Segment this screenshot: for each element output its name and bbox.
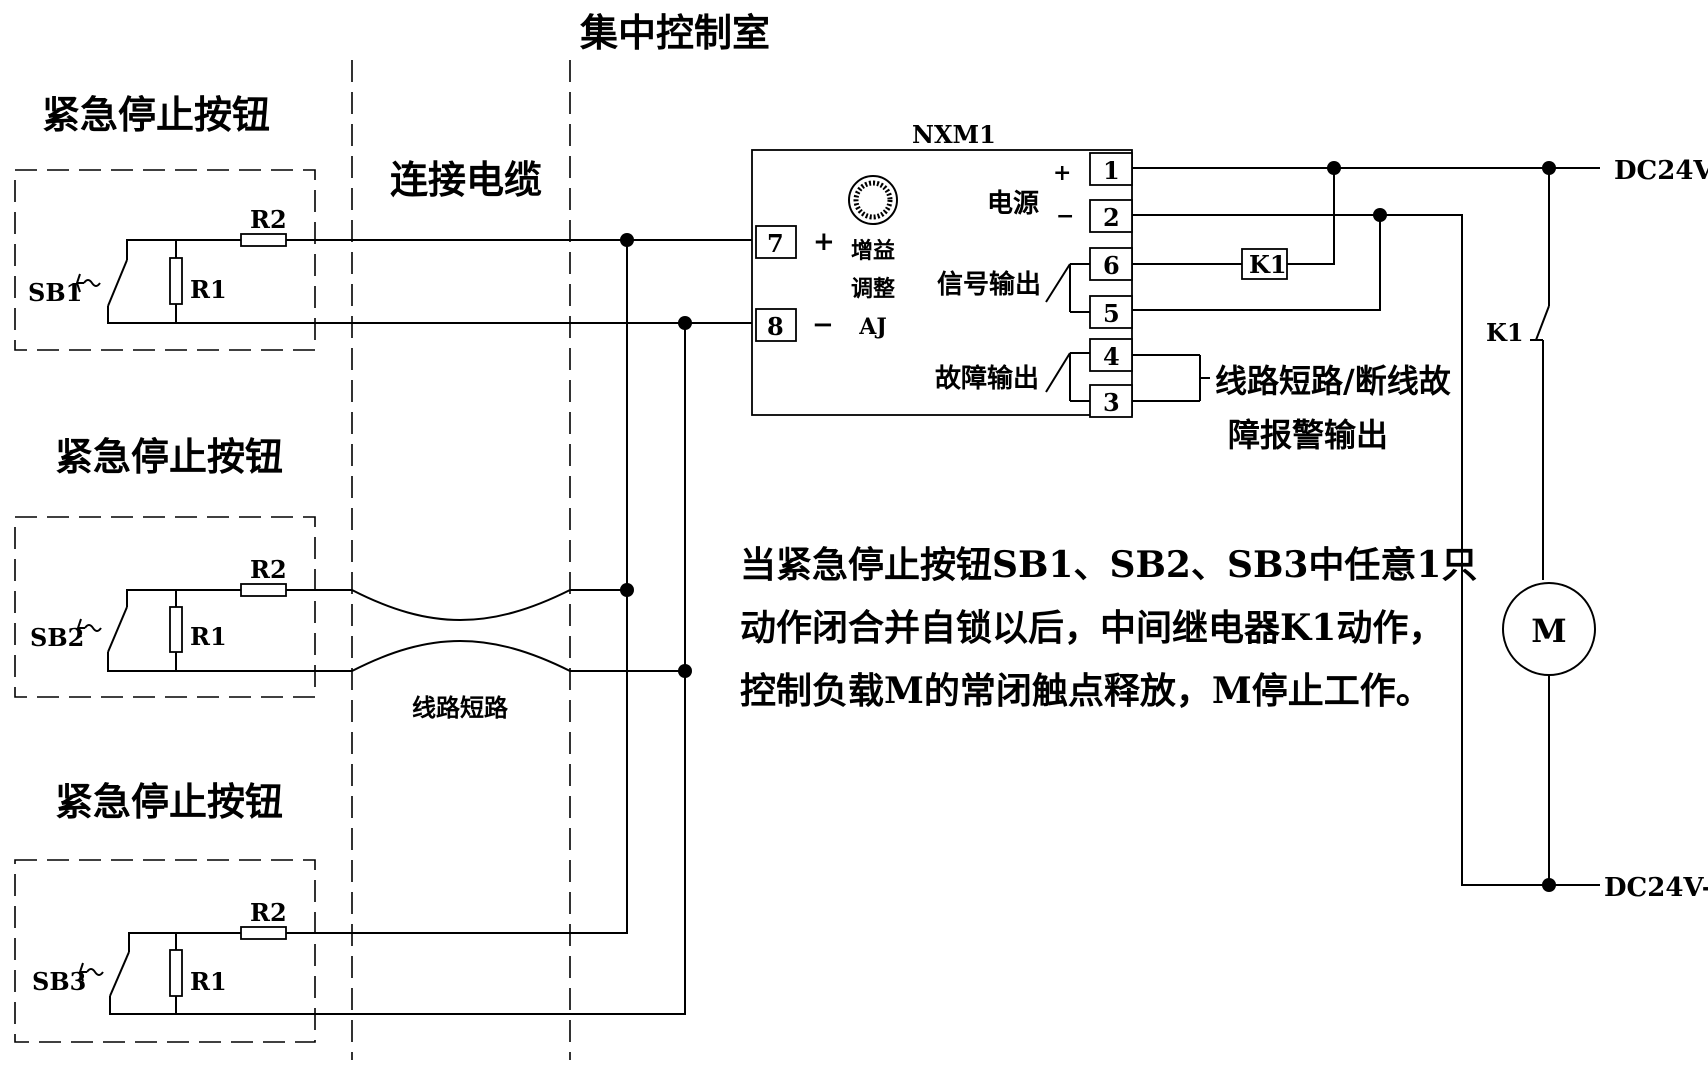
negative-supply-line	[1132, 214, 1600, 886]
terminal-7-label: 7	[767, 229, 784, 258]
terminal-7	[755, 225, 797, 259]
switch-contact	[107, 259, 128, 307]
junction	[1327, 161, 1341, 175]
switch-contact	[109, 951, 130, 997]
resistor-r1	[169, 949, 183, 997]
emergency-stop-station-1: 紧急停止按钮 SB1 R1 R2	[14, 92, 352, 351]
terminal-8	[755, 308, 797, 342]
switch-label: SB1	[28, 278, 82, 307]
resistor-r2-label: R2	[250, 898, 287, 927]
short-circuit-label: 线路短路	[412, 693, 509, 722]
supply-positive-label: DC24V+	[1614, 156, 1708, 186]
description-line-1: 当紧急停止按钮SB1、SB2、SB3中任意1只	[740, 544, 1477, 586]
gain-adjust-label-3: AJ	[858, 314, 886, 340]
terminal-8-label: 8	[767, 312, 784, 341]
terminal-2-label: 2	[1103, 203, 1120, 232]
cable-label: 连接电缆	[390, 157, 542, 202]
junction	[620, 233, 634, 247]
junction	[678, 664, 692, 678]
signal-output-contact	[1045, 263, 1090, 313]
terminal-1	[1089, 152, 1133, 186]
resistor-r2-label: R2	[250, 555, 287, 584]
motor-label: M	[1531, 612, 1566, 650]
terminal-5-label: 5	[1103, 299, 1120, 328]
terminal-5	[1089, 295, 1133, 329]
pushbutton-actuator-icon	[75, 273, 101, 293]
signal-output-label: 信号输出	[937, 269, 1041, 300]
load-circuit: K1 K1 M DC24V+ DC24V-	[1132, 156, 1708, 903]
terminal-3-label: 3	[1103, 388, 1120, 417]
switch-label: SB2	[30, 623, 84, 652]
terminal-1-label: 1	[1103, 156, 1120, 185]
description-line-2: 动作闭合并自锁以后，中间继电器K1动作，	[740, 607, 1444, 649]
resistor-r1-label: R1	[190, 622, 227, 651]
bus-positive-vertical	[352, 240, 628, 934]
input-minus-sign: −	[812, 310, 834, 340]
power-label: 电源	[987, 189, 1039, 219]
junction	[620, 583, 634, 597]
junction	[1373, 208, 1387, 222]
resistor-r1-label: R1	[190, 967, 227, 996]
fault-output-wiring	[1132, 354, 1210, 402]
emergency-stop-station-3: 紧急停止按钮 SB3 R1 R2	[14, 779, 352, 1043]
gain-adjust-knob-grip	[853, 180, 893, 220]
control-room-label: 集中控制室	[579, 10, 770, 55]
fault-output-note-line-1: 线路短路/断线故	[1215, 362, 1451, 400]
relay-k1-coil	[1241, 248, 1288, 280]
resistor-r1-label: R1	[190, 275, 227, 304]
gain-adjust-knob-icon[interactable]	[848, 175, 898, 225]
power-minus-sign: −	[1056, 203, 1074, 229]
fault-output-note-line-2: 障报警输出	[1228, 416, 1388, 454]
resistor-r2-label: R2	[250, 205, 287, 234]
station-2-bus-taps	[570, 589, 685, 672]
resistor-r2	[240, 233, 287, 247]
input-plus-sign: +	[813, 227, 835, 257]
resistor-r2	[240, 926, 287, 940]
relay-k1-coil-label: K1	[1249, 250, 1287, 279]
bus-negative-vertical	[110, 323, 686, 1015]
relay-k1-contact	[1530, 168, 1550, 580]
resistor-r1	[169, 257, 183, 305]
resistor-r2	[240, 583, 287, 597]
junction	[678, 316, 692, 330]
terminal-4-label: 4	[1103, 342, 1120, 371]
station-boundary	[14, 516, 316, 698]
signal-return-wiring	[1132, 215, 1381, 311]
power-plus-sign: +	[1053, 160, 1071, 186]
relay-k1-contact-label: K1	[1486, 318, 1524, 347]
module-body	[751, 149, 1133, 416]
switch-label: SB3	[32, 967, 86, 996]
emergency-stop-station-2: 紧急停止按钮 SB2 R1 R2	[14, 434, 352, 698]
description-line-3: 控制负载M的常闭触点释放，M停止工作。	[740, 670, 1432, 712]
module-name: NXM1	[912, 120, 996, 149]
station-wiring	[107, 239, 352, 324]
pushbutton-actuator-icon	[76, 618, 102, 638]
fault-output-label: 故障输出	[935, 363, 1039, 394]
terminal-4	[1089, 338, 1133, 372]
station-title: 紧急停止按钮	[42, 92, 270, 137]
relay-coil-wiring	[1132, 168, 1335, 265]
switch-contact	[107, 606, 128, 653]
pushbutton-actuator-icon	[78, 962, 104, 982]
short-circuit-fault	[351, 589, 571, 672]
station-title: 紧急停止按钮	[55, 779, 283, 824]
gain-adjust-label-2: 调整	[851, 276, 895, 302]
resistor-r1	[169, 606, 183, 653]
fault-output-contact	[1045, 352, 1090, 402]
terminal-3	[1089, 384, 1133, 418]
station-boundary	[14, 859, 316, 1043]
station-title: 紧急停止按钮	[55, 434, 283, 479]
station-boundary	[14, 169, 316, 351]
nxm1-module: NXM1 7 8 + − 增益 调整 AJ 电源 + − 1 2 信号输出 6 …	[751, 120, 1133, 418]
cable-wiring: 线路短路	[110, 233, 756, 1015]
station-wiring	[107, 589, 352, 672]
terminal-6-label: 6	[1103, 251, 1120, 280]
supply-negative-label: DC24V-	[1604, 873, 1708, 903]
gain-adjust-label-1: 增益	[851, 238, 895, 264]
